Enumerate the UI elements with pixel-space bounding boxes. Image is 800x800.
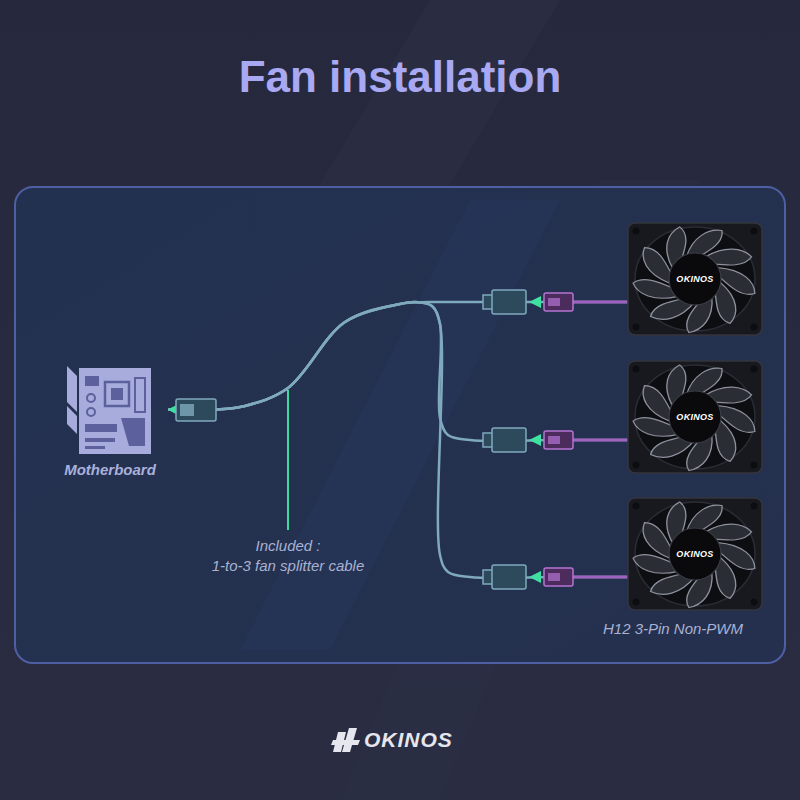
fan-drawing <box>628 498 762 610</box>
fan-node: OKINOS <box>627 360 763 474</box>
splitter-plug <box>483 290 541 314</box>
fan-node: OKINOS <box>627 497 763 611</box>
splitter-cable <box>168 302 627 410</box>
brand-logo: OKINOS <box>364 728 484 752</box>
splitter-cable <box>168 302 627 578</box>
fan-brand: OKINOS <box>676 549 713 559</box>
annotation: Included : <box>168 537 408 554</box>
annotation: H12 3-Pin Non-PWM <box>568 620 778 637</box>
fan-brand: OKINOS <box>676 412 713 422</box>
fan-drawing <box>628 223 762 335</box>
annotation: 1-to-3 fan splitter cable <box>158 557 418 574</box>
splitter-plug <box>483 565 541 589</box>
node-label: Motherboard <box>64 461 156 478</box>
splitter-cable <box>168 302 627 441</box>
motherboard-node: Motherboard <box>52 362 168 478</box>
fan-brand: OKINOS <box>676 274 713 284</box>
title: Fan installation <box>0 52 800 102</box>
panel-watermark <box>240 200 560 650</box>
fan-node: OKINOS <box>627 222 763 336</box>
diagram-panel <box>15 187 785 663</box>
fan-drawing <box>628 361 762 473</box>
fan-cable <box>544 568 628 586</box>
brand-logo-icon <box>331 728 360 752</box>
leader-line <box>287 390 289 530</box>
splitter-plug <box>483 428 541 452</box>
motherboard-plug <box>176 399 216 421</box>
motherboard-icon <box>65 362 155 457</box>
fan-cable <box>544 431 628 449</box>
fan-cable <box>544 293 628 311</box>
motherboard-icon <box>67 366 151 454</box>
